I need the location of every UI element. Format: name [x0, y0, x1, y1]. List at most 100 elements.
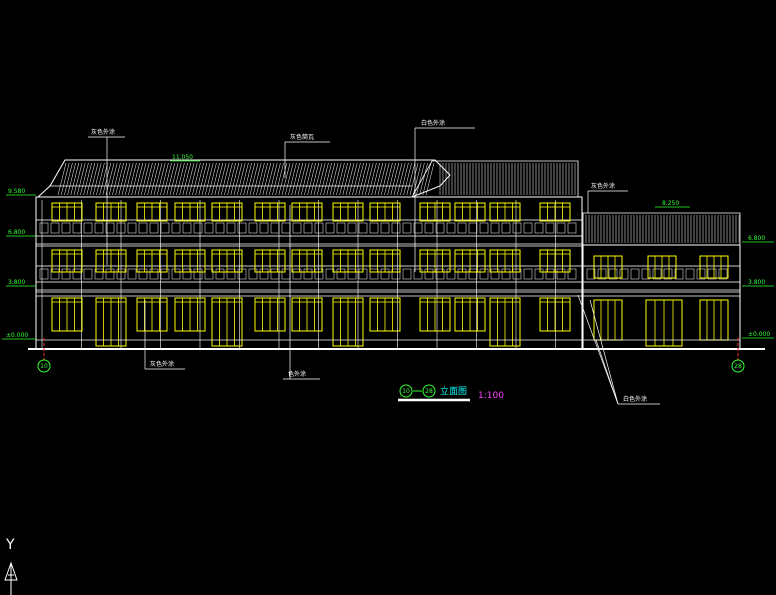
roof-tile-line: [121, 162, 131, 196]
level-second-left-text: 6.800: [8, 229, 25, 236]
railing-panel: [50, 268, 60, 280]
railing-panel: [83, 222, 93, 234]
roof-tile-line: [179, 162, 188, 196]
railing-panel: [105, 268, 115, 280]
level-second-left: 6.800: [6, 229, 36, 237]
roof-tile-line: [188, 162, 198, 196]
roof-tile-line: [403, 162, 412, 196]
level-roof-right: 8.250: [655, 200, 690, 208]
roof-tile-line: [240, 162, 249, 196]
roof-tile-line: [208, 162, 217, 196]
level-second-right-text: 6.800: [748, 235, 765, 242]
railing-panel: [446, 222, 456, 234]
roof-tile-line: [73, 162, 83, 196]
roof-tile-line: [291, 162, 300, 196]
annotation-top-right-text: 白色外涂: [421, 119, 445, 127]
roof-tile-line: [342, 162, 352, 196]
annex-roof-outline: [582, 212, 741, 246]
roof-tile-line: [195, 162, 204, 196]
roof-tile-line: [169, 162, 179, 196]
axis-marker-left: 10: [37, 338, 51, 373]
railing-panel: [468, 222, 478, 234]
railing-panel: [39, 268, 49, 280]
balcony-railing: [35, 219, 583, 237]
railing-panel: [105, 222, 115, 234]
roof-tile-line: [150, 162, 160, 196]
main-roof-outline: [36, 159, 451, 198]
roof-tile-line: [147, 162, 156, 196]
roof-tile-line: [64, 162, 73, 196]
roof-tile-line: [268, 162, 278, 196]
railing-panel: [248, 222, 258, 234]
roof-tile-line: [236, 162, 246, 196]
roof-tile-line: [361, 162, 371, 196]
railing-panel: [567, 222, 577, 234]
railing-panel: [663, 268, 673, 280]
roof-tile-line: [284, 162, 294, 196]
railing-panel: [281, 268, 291, 280]
railing-panel: [83, 268, 93, 280]
level-roof-right-text: 8.250: [662, 200, 679, 207]
roof-tile-line: [422, 162, 432, 196]
railing-panel: [608, 268, 618, 280]
level-ground-right: ±0.000: [742, 331, 774, 339]
level-first-left-text: 3.800: [8, 279, 25, 286]
balcony-railing: [582, 265, 741, 283]
railing-panel: [171, 222, 181, 234]
roof-tile-line: [272, 162, 281, 196]
roof-tile-line: [99, 162, 108, 196]
roof-tile-line: [336, 162, 345, 196]
annotation-top-mid: 灰色筒瓦: [284, 133, 330, 178]
railing-panel: [718, 268, 728, 280]
roof-tile-line: [278, 162, 288, 196]
roof-tile-line: [80, 162, 89, 196]
roof-tile-line: [400, 162, 409, 196]
railing-panel: [413, 222, 423, 234]
annotation-right-mid-text: 灰色外涂: [591, 182, 615, 190]
roof-tile-line: [115, 162, 124, 196]
roof-tile-line: [211, 162, 220, 196]
roof-tile-line: [348, 162, 358, 196]
roof-tile-line: [67, 162, 76, 196]
right-roof-outline: [411, 160, 579, 198]
railing-panel: [534, 268, 544, 280]
roof-tile-line: [230, 162, 240, 196]
roof-tile-line: [112, 162, 121, 196]
roof-tile-line: [204, 162, 214, 196]
railing-panel: [72, 268, 82, 280]
railing-panel: [160, 268, 170, 280]
roof-tile-line: [118, 162, 128, 196]
roof-tile-line: [134, 162, 144, 196]
railing-panel: [479, 222, 489, 234]
roof-tile-line: [345, 162, 355, 196]
roof-tile-line: [323, 162, 332, 196]
roof-tile-line: [252, 162, 262, 196]
railing-panel: [696, 268, 706, 280]
railing-panel: [567, 268, 577, 280]
annotation-bottom-right: 白色外涂: [577, 294, 660, 405]
annotation-bottom-left: 灰色外涂: [144, 300, 185, 370]
railing-panel: [674, 268, 684, 280]
railing-panel: [402, 268, 412, 280]
roof-tile-line: [153, 162, 163, 196]
railing-panel: [347, 222, 357, 234]
roof-tile-line: [313, 162, 323, 196]
railing-panel: [523, 222, 533, 234]
railing-panel: [501, 222, 511, 234]
roof-tile-line: [256, 162, 265, 196]
railing-panel: [237, 222, 247, 234]
railing-panel: [380, 222, 390, 234]
roof-tile-line: [329, 162, 339, 196]
railing-panel: [204, 268, 214, 280]
railing-panel: [402, 222, 412, 234]
roof-tile-line: [387, 162, 396, 196]
railing-panel: [39, 222, 49, 234]
railing-panel: [61, 268, 71, 280]
drawing-title: 10 28 立面图 1:100: [398, 384, 504, 402]
roof-tile-line: [390, 162, 400, 196]
level-ground-left: ±0.000: [2, 332, 36, 340]
railing-panel: [259, 222, 269, 234]
railing-panel: [457, 222, 467, 234]
roof-tile-line: [140, 162, 150, 196]
roof-tile-line: [358, 162, 368, 196]
